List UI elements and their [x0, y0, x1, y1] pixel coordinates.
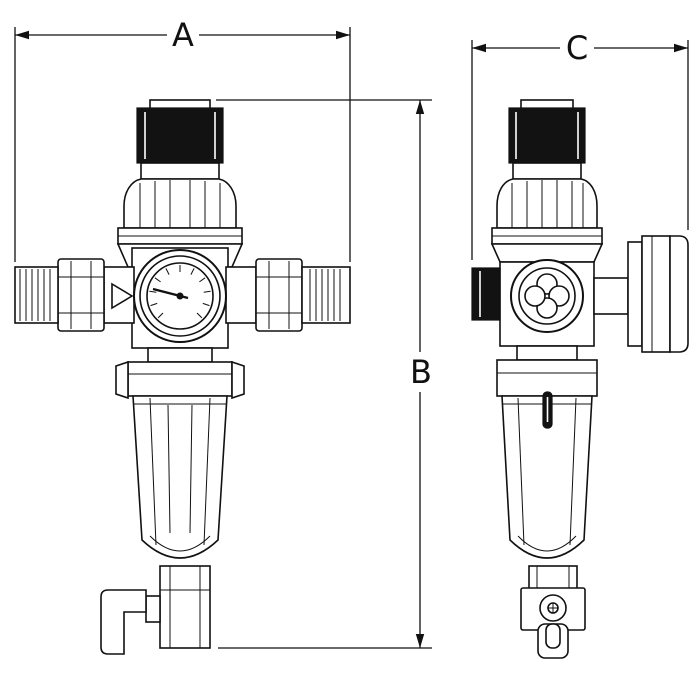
arrowhead-c-left: [472, 43, 486, 53]
gauge-side-profile: [593, 235, 689, 353]
outlet-union-nut: [255, 258, 303, 332]
inlet-union-nut: [57, 258, 105, 332]
boss-lobe-left: [524, 285, 546, 307]
arrowhead-a-left: [15, 30, 29, 40]
side-cap-neck: [512, 162, 582, 180]
outlet-thread-lines: [309, 269, 341, 321]
gauge-back-plate: [627, 241, 643, 347]
drain-outlet-tube: [159, 565, 211, 649]
dimension-b-label: B: [410, 353, 432, 391]
dimension-c-label: C: [566, 29, 588, 67]
gauge-case: [641, 235, 671, 353]
outlet-tube-lines: [160, 566, 210, 648]
cap-neck: [140, 162, 220, 180]
outlet-nut-facets: [256, 261, 302, 329]
gauge-front-bezel: [669, 235, 689, 353]
outlet-thread: [301, 266, 351, 324]
front-view: [14, 99, 351, 655]
spring-bonnet: [123, 178, 237, 229]
flow-arrow-icon: [111, 282, 134, 310]
collar-clip-right: [231, 360, 245, 400]
arrowhead-b-top: [415, 100, 425, 114]
side-inlet-boss: [471, 267, 501, 321]
gauge-tick-marks: [149, 265, 211, 319]
side-filter-bowl: [501, 395, 593, 559]
dimension-b: B: [216, 99, 432, 649]
gauge-stem: [593, 277, 629, 315]
arrowhead-a-right: [336, 30, 350, 40]
arrowhead-b-bottom: [415, 634, 425, 648]
drain-valve-connector: [145, 595, 161, 623]
side-adjustment-cap: [508, 107, 586, 164]
filter-bowl: [132, 395, 228, 559]
pressure-gauge: [133, 249, 227, 343]
collar-clip-left: [115, 360, 129, 400]
gauge-hub: [176, 292, 184, 300]
side-drain-tube-lines: [536, 566, 570, 588]
boss-ring: [518, 267, 576, 325]
bowl-inner-lines: [133, 397, 227, 552]
outlet-pipe: [225, 266, 257, 324]
filter-collar: [127, 361, 233, 397]
bonnet-facets: [139, 180, 221, 228]
drain-valve-handle: [100, 589, 147, 655]
side-view: [471, 99, 689, 659]
side-lower-neck: [516, 345, 578, 361]
cartridge-key-boss: [510, 259, 584, 333]
side-drain-tube: [528, 565, 578, 591]
side-bonnet-facets: [511, 180, 584, 228]
drain-screw-cross: [548, 603, 558, 613]
adjustment-cap: [136, 107, 224, 164]
dimension-c: C: [471, 29, 689, 260]
side-filter-collar: [496, 359, 598, 397]
inlet-thread-lines: [19, 269, 51, 321]
arrowhead-c-right: [674, 43, 688, 53]
dimension-a: A: [14, 16, 351, 262]
inlet-nut-facets: [58, 261, 104, 329]
dimension-a-label: A: [172, 16, 194, 54]
inlet-thread: [14, 266, 59, 324]
drain-bail-slot: [545, 623, 561, 649]
lower-neck: [147, 347, 213, 363]
